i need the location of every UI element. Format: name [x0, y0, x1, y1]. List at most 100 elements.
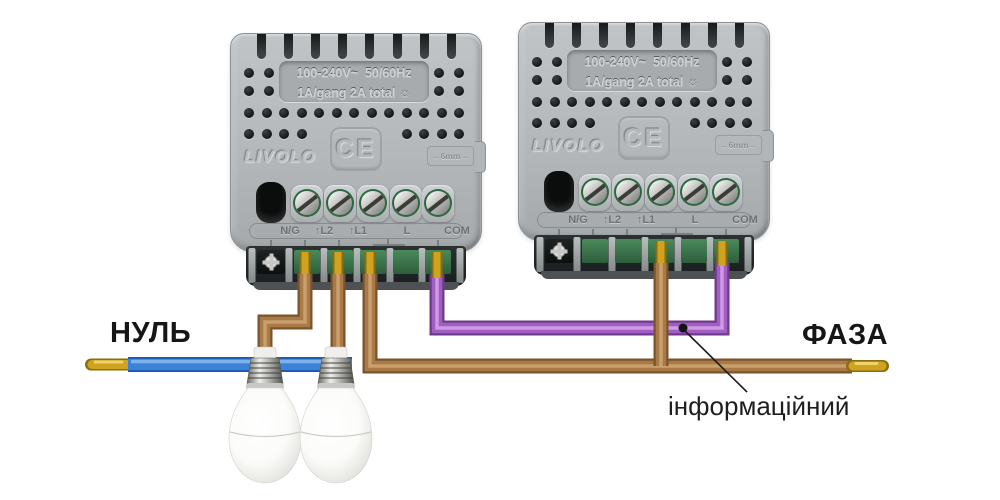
screw-head [426, 191, 450, 215]
screw-head [361, 191, 385, 215]
rating-line2-text: 1A/gang 2A total [297, 85, 399, 100]
terminal-divider [320, 248, 327, 283]
l-bracket-stub [675, 228, 677, 234]
vent-hole [707, 118, 717, 128]
vent-hole [279, 108, 289, 118]
terminal-divider [418, 248, 426, 283]
wire-gauge-label: ←6mm→ [432, 151, 469, 161]
vent-hole [279, 129, 289, 139]
terminal-screw [678, 174, 710, 211]
rating-line1: 100-240V~ 50/60Hz [584, 55, 700, 69]
vent-hole [567, 97, 577, 107]
vent-hole [602, 97, 612, 107]
vent-hole [419, 108, 429, 118]
vent-hole [314, 108, 324, 118]
vent-hole [401, 108, 412, 118]
vent-hole [722, 75, 732, 85]
terminal-label-l2: ↑L2 [314, 224, 334, 237]
vent-slot [364, 34, 374, 59]
tick-l2 [304, 240, 306, 249]
vent-hole [742, 75, 752, 85]
vent-hole [722, 57, 732, 67]
tick-com [437, 240, 439, 249]
tick-l1 [338, 240, 340, 249]
terminal-divider [285, 248, 293, 283]
wire-clamp-slot [582, 239, 608, 263]
terminal-screw [357, 185, 389, 222]
screw-head [649, 180, 673, 204]
vent-hole [532, 57, 542, 67]
clamp-screw [262, 253, 280, 271]
terminal-green-ring [392, 189, 420, 217]
terminal-screw [710, 174, 742, 211]
terminal-screw [612, 174, 644, 211]
terminal-divider [706, 237, 714, 272]
vent-hole [244, 86, 254, 96]
vent-hole [434, 86, 444, 96]
l-bracket [373, 244, 405, 246]
screw-head [714, 180, 738, 204]
vent-hole [454, 129, 464, 139]
vent-hole [436, 108, 447, 118]
tick-com [725, 229, 727, 238]
wire-clamp-slot [393, 250, 419, 274]
wire-clamp-slot [615, 239, 641, 263]
neutral-wire [85, 357, 352, 372]
ce-mark-box: CE [618, 116, 670, 160]
tick-l1 [626, 229, 628, 238]
l-bracket-stub [387, 239, 389, 245]
vent-slot [392, 34, 402, 59]
phase-bare-tip [846, 360, 889, 372]
screw-head [328, 191, 352, 215]
terminal-label-strip: N/G ↑L2 ↑L1 L COM [249, 223, 470, 239]
terminal-label-l1: ↑L1 [348, 224, 368, 237]
vent-hole [401, 129, 412, 139]
rating-plate: 100-240V~ 50/60Hz 1A/gang 2A total ☼ [567, 50, 717, 91]
vent-hole [672, 97, 682, 107]
vent-hole [436, 129, 447, 139]
terminal-green-ring [581, 178, 609, 206]
vent-slot [283, 34, 293, 59]
wire-clamp-slot [681, 239, 707, 263]
ng-clamp-slot [545, 239, 573, 263]
vent-hole [244, 129, 254, 139]
terminal-label-com: COM [732, 213, 758, 226]
terminal-label-ng: N/G [568, 213, 588, 226]
wire-gauge-label: ←6mm→ [720, 140, 757, 150]
rating-line2-text: 1A/gang 2A total [585, 74, 687, 89]
terminal-divider [744, 237, 752, 272]
vent-hole [532, 75, 542, 85]
terminal-screw [324, 185, 356, 222]
terminal-green-ring [712, 178, 740, 206]
vent-slot [652, 23, 662, 48]
vent-hole [532, 118, 542, 128]
vent-hole [532, 97, 542, 107]
vent-slot [337, 34, 347, 59]
vent-hole [264, 86, 274, 96]
terminal-divider [248, 248, 256, 283]
vent-hole [331, 108, 342, 118]
vent-hole [552, 75, 562, 85]
vent-hole [454, 68, 464, 78]
ng-terminal-hole [544, 171, 574, 212]
tick-ng [270, 240, 272, 249]
lamp-icon: ☼ [398, 84, 411, 100]
vent-hole [707, 97, 717, 107]
tick-ng [558, 229, 560, 238]
screw-head [682, 180, 706, 204]
terminal-screw [291, 185, 323, 222]
lamp-icon: ☼ [686, 73, 699, 89]
vent-slot [571, 23, 581, 48]
l-bracket [661, 233, 693, 235]
wire-gauge-box: ←6mm→ [427, 146, 474, 166]
ng-clamp-slot [257, 250, 285, 274]
ce-mark: CE [623, 123, 665, 152]
ce-mark: CE [335, 134, 377, 163]
terminal-label-strip: N/G ↑L2 ↑L1 L COM [537, 212, 758, 228]
terminal-divider [456, 248, 464, 283]
module-housing: 100-240V~ 50/60Hz 1A/gang 2A total ☼ LIV… [518, 22, 774, 279]
side-clip [763, 130, 774, 162]
vent-hole [584, 97, 595, 107]
